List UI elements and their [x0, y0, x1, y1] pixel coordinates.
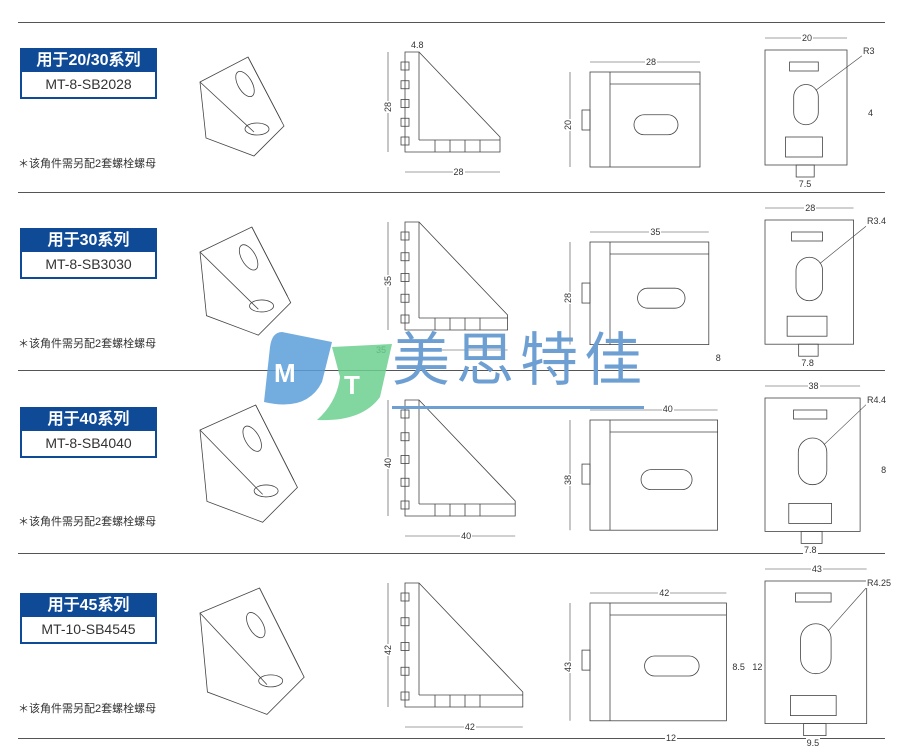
dimension-front-right1: 8.5: [731, 661, 746, 672]
dimension-end-radius: R3: [862, 46, 876, 57]
dimension-front-left: 20: [563, 118, 574, 131]
dimension-end-radius: R4.25: [866, 577, 893, 588]
iso-slot: [249, 299, 274, 313]
product-code: MT-8-SB3030: [20, 252, 157, 279]
dimension-end-top: 20: [801, 33, 814, 43]
dimension-end-top: 43: [810, 564, 823, 574]
dimension-end-right: 8: [880, 464, 888, 475]
side-view: [404, 399, 516, 517]
leader-line: [819, 225, 867, 264]
end-view: [764, 397, 861, 532]
row-separator: [18, 370, 885, 371]
front-view: [589, 71, 701, 168]
bolt-note: ＊该角件需另配2套螺栓螺母: [18, 158, 157, 170]
end-slot: [793, 84, 819, 126]
technical-drawings: [199, 385, 867, 544]
technical-drawings: [199, 568, 868, 737]
dimension-side-left: 35: [383, 274, 394, 288]
dimension-end-radius: R4.4: [866, 394, 888, 405]
dimension-front-left: 43: [563, 660, 574, 673]
series-label: 用于30系列: [20, 228, 157, 252]
dimension-front-top: 28: [645, 57, 658, 67]
dimension-side-bottom: 40: [460, 531, 473, 541]
dimension-end-radius: R3.4: [866, 216, 888, 227]
iso-view: [199, 226, 292, 336]
dimension-front-bottom: 8: [714, 352, 722, 363]
front-view: [589, 602, 727, 722]
technical-drawings: [199, 207, 867, 357]
dimension-end-bottom: 7.8: [800, 358, 815, 369]
dimension-side-left: 40: [383, 456, 394, 470]
iso-slot: [238, 244, 259, 271]
front-slot: [637, 287, 686, 309]
product-code: MT-8-SB4040: [20, 431, 157, 458]
dimension-front-top: 40: [661, 404, 674, 414]
side-view: [404, 221, 509, 331]
dimension-front-left: 28: [563, 292, 574, 305]
iso-slot: [242, 425, 262, 452]
dimension-end-top: 28: [804, 203, 817, 213]
end-slot: [795, 256, 823, 302]
iso-slot: [235, 70, 255, 98]
side-view: [404, 582, 524, 708]
row-separator: [18, 553, 885, 554]
dimension-end-right: 4: [867, 107, 875, 118]
dimension-front-bottom: 12: [665, 732, 678, 743]
product-row: 用于40系列 MT-8-SB4040 ＊该角件需另配2套螺栓螺母 40 40 40 38…: [0, 370, 900, 556]
dimension-side-bottom: 28: [452, 167, 465, 177]
iso-view: [199, 56, 285, 157]
dimension-side-bottom: 42: [463, 722, 476, 732]
dimension-front-top: 42: [658, 588, 671, 598]
front-slot: [633, 114, 679, 136]
leader-line: [815, 55, 863, 91]
iso-slot: [246, 612, 266, 639]
dimension-side-bottom: 35: [375, 345, 388, 355]
iso-view: [199, 587, 305, 715]
front-slot: [640, 469, 693, 490]
end-view: [764, 219, 854, 345]
side-view: [404, 51, 501, 153]
front-view: [589, 419, 718, 531]
dimension-front-top: 35: [649, 227, 662, 237]
iso-slot: [258, 674, 284, 688]
product-row: 用于30系列 MT-8-SB3030 ＊该角件需另配2套螺栓螺母 35 35 35 28…: [0, 192, 900, 370]
bolt-note: ＊该角件需另配2套螺栓螺母: [18, 516, 157, 528]
dimension-side-left: 42: [383, 643, 394, 657]
iso-slot: [253, 484, 279, 498]
product-code: MT-10-SB4545: [20, 617, 157, 644]
iso-view: [199, 404, 298, 523]
bolt-note: ＊该角件需另配2套螺栓螺母: [18, 703, 157, 715]
product-row: 用于45系列 MT-10-SB4545 ＊该角件需另配2套螺栓螺母 42 42 42 4…: [0, 553, 900, 748]
dimension-end-top: 38: [807, 381, 820, 391]
leader-line: [823, 404, 867, 445]
technical-drawings: [199, 37, 863, 178]
dimension-front-right2: 12: [751, 661, 764, 672]
front-slot: [644, 655, 700, 677]
row-separator: [18, 192, 885, 193]
dimension-side-left: 28: [383, 100, 394, 114]
end-view: [764, 49, 848, 166]
dimension-front-left: 38: [563, 474, 574, 487]
leader-line: [827, 587, 867, 632]
iso-slot: [244, 122, 270, 136]
row-separator: [18, 22, 885, 23]
product-code: MT-8-SB2028: [20, 72, 157, 99]
front-view: [589, 241, 710, 345]
row-separator: [18, 738, 885, 739]
dimension-end-bottom: 7.8: [803, 545, 818, 556]
series-label: 用于45系列: [20, 593, 157, 617]
dimension-end-bottom: 7.5: [797, 179, 813, 189]
dimension-end-bottom: 9.5: [805, 737, 821, 748]
series-label: 用于20/30系列: [20, 48, 157, 72]
end-slot: [800, 623, 832, 675]
dimension-side-top: 4.8: [410, 40, 425, 50]
end-slot: [797, 437, 828, 486]
product-row: 用于20/30系列 MT-8-SB2028 ＊该角件需另配2套螺栓螺母 4.8 28…: [0, 22, 900, 192]
series-label: 用于40系列: [20, 407, 157, 431]
bolt-note: ＊该角件需另配2套螺栓螺母: [18, 338, 157, 350]
